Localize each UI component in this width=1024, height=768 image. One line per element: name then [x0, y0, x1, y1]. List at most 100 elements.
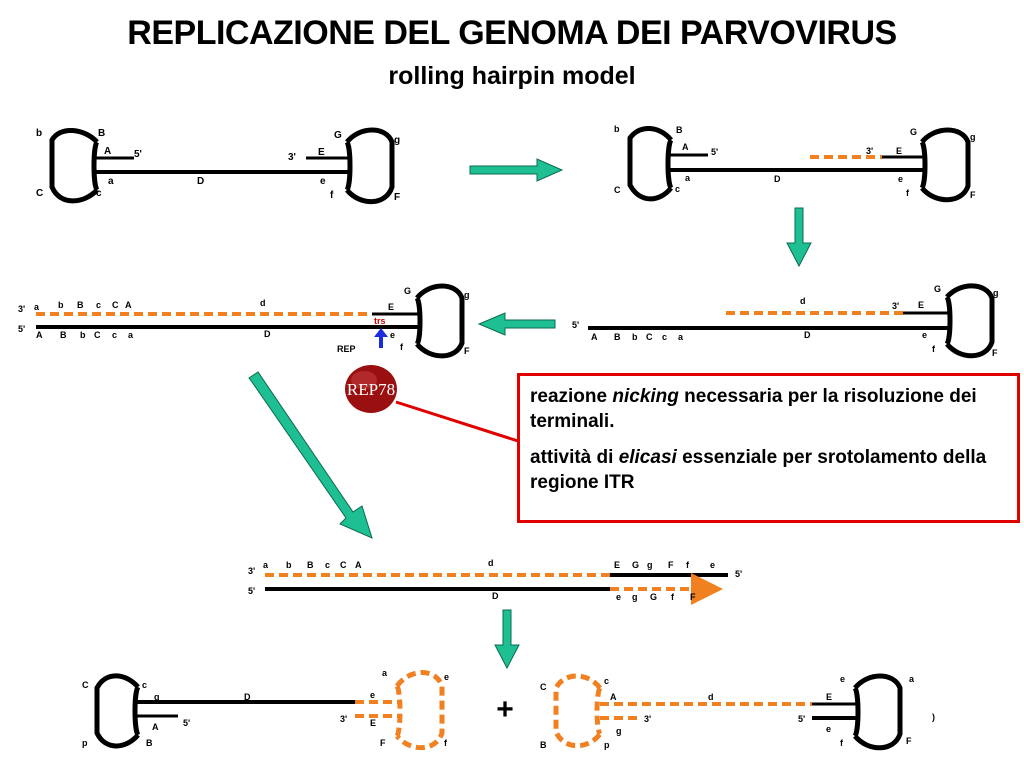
note-text: necessaria per la risoluzione dei termin…: [530, 386, 977, 432]
label-b: b: [58, 300, 64, 310]
panel-nicking: 3' a b B c C A d 5' A B b C c a D E G g …: [18, 283, 470, 359]
label-B: B: [146, 738, 153, 748]
left-hairpin-new: [553, 673, 602, 749]
label-e2: e: [826, 724, 831, 734]
label-D: D: [804, 330, 811, 340]
label-F: F: [690, 592, 696, 602]
label-D: D: [264, 329, 271, 339]
label-C: C: [340, 560, 347, 570]
label-3prime: 3': [288, 152, 296, 163]
right-hairpin-loop: [345, 127, 395, 205]
label-c: c: [96, 188, 102, 199]
label-f: f: [686, 560, 690, 570]
right-hairpin-inner: [414, 296, 423, 346]
stray-parenthesis: ): [932, 712, 935, 722]
label-B: B: [540, 740, 547, 750]
label-b: b: [632, 332, 638, 342]
label-3prime: 3': [248, 566, 255, 576]
right-hairpin-loop: [415, 283, 465, 359]
label-5prime: 5': [183, 718, 190, 728]
note-italic-term: nicking: [612, 386, 679, 407]
label-G: G: [934, 284, 941, 294]
nick-arrow: [374, 328, 388, 348]
right-hairpin-new-inner: [394, 684, 403, 738]
label-C: C: [614, 185, 621, 195]
plus-sign: +: [496, 693, 514, 726]
label-E: E: [896, 146, 902, 156]
label-3prime: 3': [18, 304, 25, 314]
callout-connector: [395, 400, 519, 443]
label-D: D: [197, 176, 204, 187]
label-e: e: [616, 592, 621, 602]
right-hairpin-loop: [945, 283, 995, 359]
label-g: g: [394, 135, 400, 146]
label-d: d: [488, 558, 494, 568]
panel-initial-genome: b B A 5' C c a D 3' E G g e f F: [36, 127, 400, 205]
rep78-enzyme: REP78: [345, 365, 397, 413]
arrow-step-5: [494, 609, 520, 670]
label-5prime-bottom: 5': [248, 586, 255, 596]
right-hairpin-inner: [852, 686, 861, 738]
label-F: F: [970, 190, 976, 200]
label-c: c: [604, 676, 609, 686]
label-f: f: [330, 190, 334, 201]
label-f: f: [840, 738, 844, 748]
note-italic-term: elicasi: [618, 447, 677, 468]
label-B: B: [98, 128, 105, 139]
label-d: d: [260, 298, 266, 308]
label-e: e: [898, 174, 903, 184]
label-B: B: [307, 560, 314, 570]
arrow-step-3: [477, 312, 556, 336]
label-e: e: [922, 330, 927, 340]
right-hairpin-new: [394, 670, 445, 751]
label-f: f: [444, 738, 448, 748]
left-hairpin-inner: [91, 140, 100, 192]
label-3prime: 3': [866, 146, 873, 156]
label-5prime: 5': [711, 147, 718, 157]
rep78-label: REP78: [347, 380, 395, 399]
label-a: a: [34, 302, 40, 312]
label-g: g: [154, 692, 160, 702]
label-E: E: [388, 302, 394, 312]
label-D: D: [492, 591, 499, 601]
label-b: b: [36, 128, 42, 139]
annotation-helicase: attività di elicasi essenziale per sroto…: [530, 445, 1007, 495]
label-E: E: [614, 560, 620, 570]
label-a: a: [128, 330, 134, 340]
label-d: d: [800, 296, 806, 306]
panel-product-left: C c g D A 5' p B a e e 3' E F f: [82, 668, 449, 751]
label-c: c: [112, 330, 117, 340]
label-A: A: [125, 300, 132, 310]
page-title: REPLICAZIONE DEL GENOMA DEI PARVOVIRUS: [127, 14, 897, 52]
label-e: e: [444, 672, 449, 682]
label-5prime: 5': [134, 149, 142, 160]
label-E: E: [370, 718, 376, 728]
label-c: c: [662, 332, 667, 342]
label-E: E: [318, 147, 325, 158]
label-C: C: [94, 330, 101, 340]
label-C: C: [646, 332, 653, 342]
label-a: a: [678, 332, 684, 342]
label-G: G: [404, 286, 411, 296]
label-g: g: [464, 290, 470, 300]
label-a: a: [108, 176, 114, 187]
label-F: F: [906, 736, 912, 746]
right-hairpin-inner: [344, 140, 353, 192]
label-e: e: [840, 674, 845, 684]
label-c: c: [142, 680, 147, 690]
label-a: a: [909, 674, 915, 684]
note-text: reazione: [530, 386, 613, 407]
left-hairpin-loop: [94, 673, 140, 749]
label-B: B: [60, 330, 67, 340]
right-hairpin-loop: [920, 127, 971, 203]
label-C: C: [36, 188, 43, 199]
label-G: G: [650, 592, 657, 602]
right-hairpin-inner: [944, 295, 953, 346]
label-C: C: [82, 680, 89, 690]
label-G: G: [334, 130, 342, 141]
label-b: b: [80, 330, 86, 340]
label-c: c: [675, 184, 680, 194]
arrow-step-1: [469, 158, 564, 182]
label-e: e: [390, 330, 395, 340]
